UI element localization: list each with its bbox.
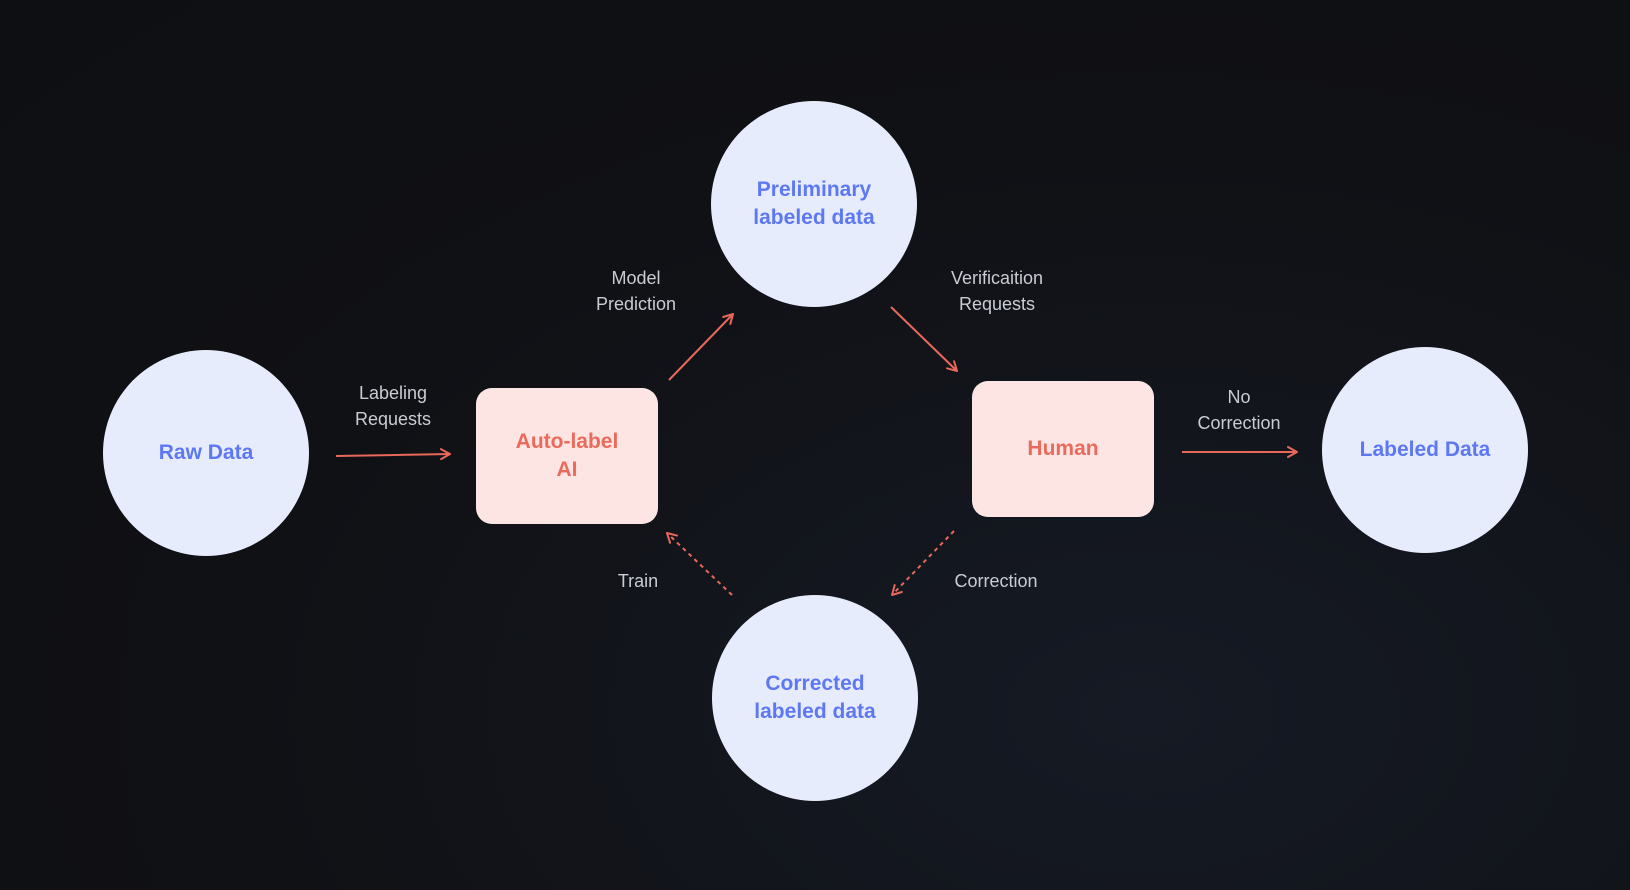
edge-label-verification-requests: Verificaition Requests [950, 268, 1044, 314]
node-preliminary-labeled-data: Preliminary labeled data [711, 101, 917, 307]
node-labeled-data: Labeled Data [1322, 347, 1528, 553]
node-raw-data: Raw Data [103, 350, 309, 556]
arrow-correction [891, 530, 955, 596]
node-human-label: Human [1027, 437, 1099, 460]
node-labeled-data-label: Labeled Data [1359, 438, 1491, 461]
edge-label-model-prediction: Model Prediction [595, 268, 677, 314]
node-preliminary-label: Preliminary labeled data [753, 178, 875, 229]
edge-label-no-correction: No Correction [1197, 387, 1281, 433]
arrow-train [666, 532, 733, 596]
node-raw-data-label: Raw Data [158, 441, 254, 464]
edge-label-labeling-requests: Labeling Requests [354, 383, 432, 429]
arrow-labeling-requests [335, 448, 451, 461]
node-auto-label-ai: Auto-label AI [476, 388, 658, 524]
node-corrected-label: Corrected labeled data [754, 672, 876, 723]
edge-label-train: Train [617, 571, 659, 591]
node-human: Human [972, 381, 1154, 517]
arrow-model-prediction [668, 313, 734, 381]
node-auto-label-ai-label: Auto-label AI [515, 430, 619, 481]
arrow-verification-requests [890, 306, 958, 372]
node-corrected-labeled-data: Corrected labeled data [712, 595, 918, 801]
edge-label-correction: Correction [954, 571, 1038, 591]
